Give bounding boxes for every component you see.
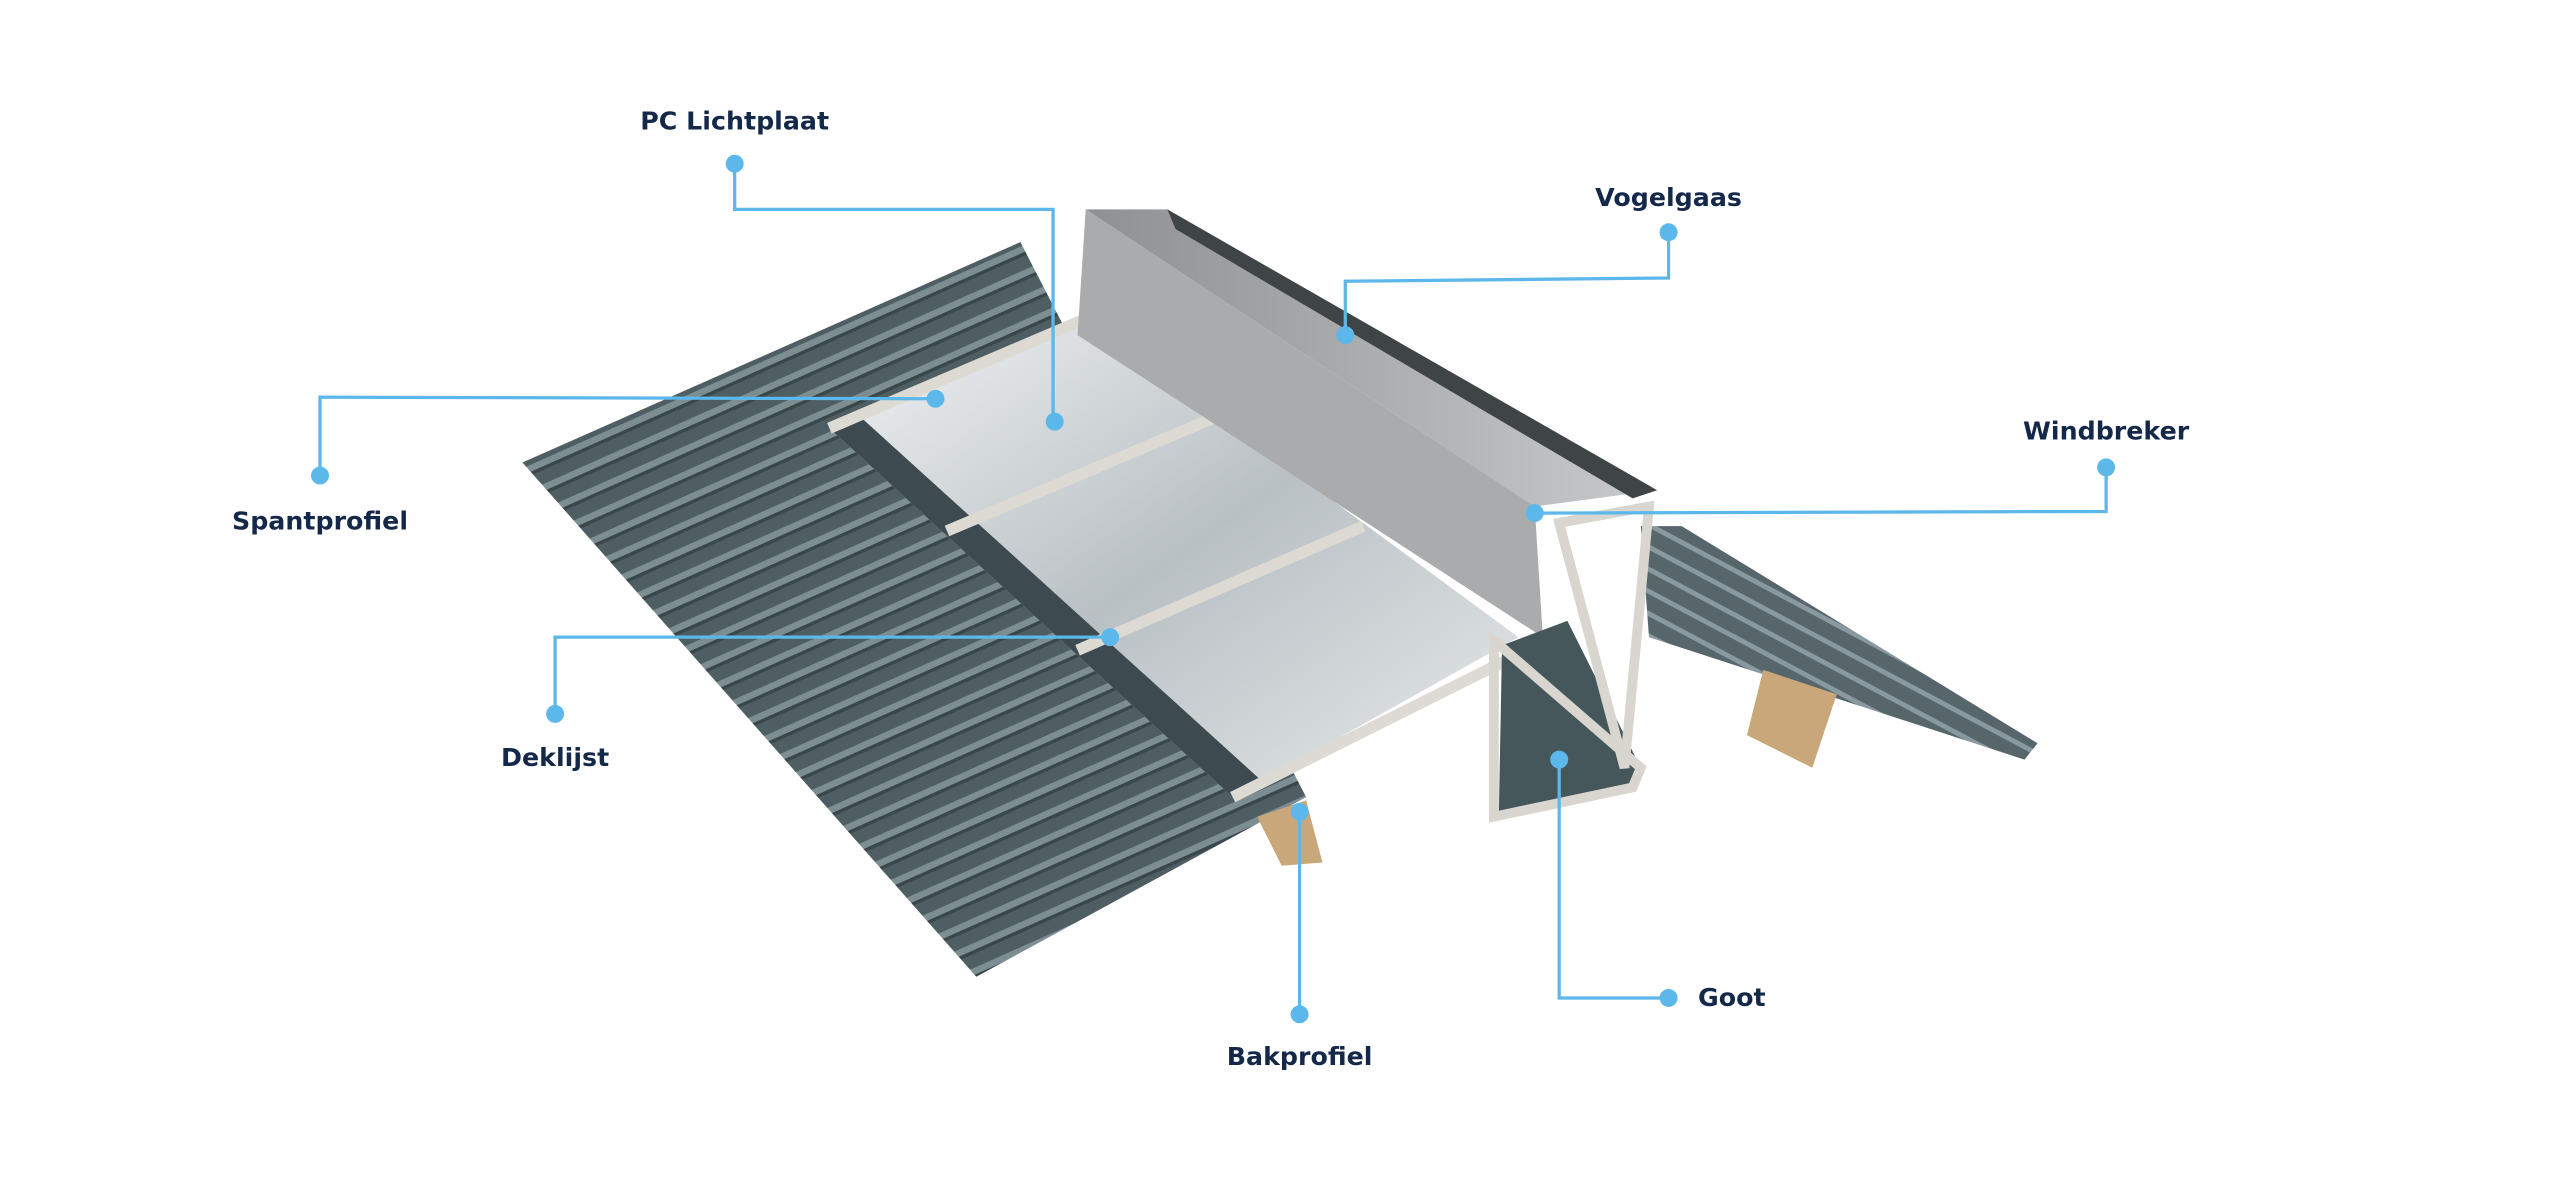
label-bakprofiel: Bakprofiel: [1227, 1042, 1373, 1071]
leader-bakprofiel: [1290, 802, 1309, 1024]
label-vogelgaas: Vogelgaas: [1595, 183, 1742, 212]
label-windbreker: Windbreker: [2023, 417, 2190, 446]
label-spantprofiel: Spantprofiel: [232, 506, 408, 535]
ridge-windbreker: [1077, 209, 1658, 823]
leader-windbreker: [1525, 458, 2116, 523]
leader-deklijst: [546, 628, 1120, 723]
leader-spantprofiel: [311, 389, 945, 485]
pc-lichtplaat-panels: [829, 318, 1519, 798]
label-goot: Goot: [1698, 983, 1766, 1012]
spantprofiel-frame: [827, 313, 1530, 803]
label-pc-lichtplaat: PC Lichtplaat: [640, 106, 829, 135]
leader-pc-lichtplaat: [725, 154, 1064, 431]
right-roof-panel: [1640, 526, 2038, 768]
leader-vogelgaas: [1336, 223, 1678, 345]
label-deklijst: Deklijst: [501, 743, 609, 772]
leader-goot: [1550, 750, 1678, 1007]
